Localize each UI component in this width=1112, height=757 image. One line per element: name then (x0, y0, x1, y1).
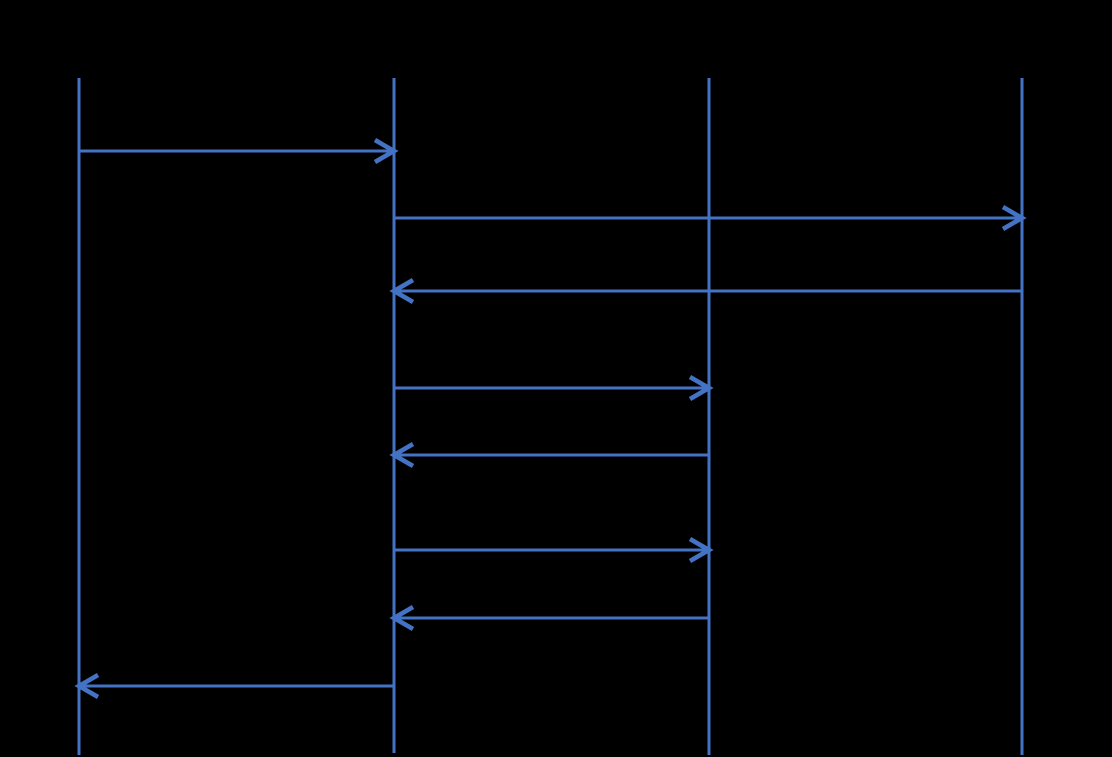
message-3-arrowhead-icon (389, 278, 415, 304)
message-2-arrowhead-icon (1001, 205, 1027, 231)
message-7 (389, 605, 709, 631)
message-3 (389, 278, 1022, 304)
message-4-arrowhead-icon (688, 375, 714, 401)
message-8-arrowhead-icon (74, 673, 100, 699)
message-6-arrowhead-icon (688, 537, 714, 563)
message-4 (394, 375, 714, 401)
message-2 (394, 205, 1027, 231)
message-7-arrowhead-icon (389, 605, 415, 631)
message-5-arrowhead-icon (389, 442, 415, 468)
message-5 (389, 442, 709, 468)
message-6 (394, 537, 714, 563)
message-1 (79, 138, 399, 164)
message-8 (74, 673, 394, 699)
message-1-arrowhead-icon (373, 138, 399, 164)
